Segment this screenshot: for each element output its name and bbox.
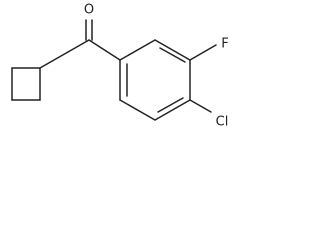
benzene-ring <box>119 39 191 121</box>
chlorine-label: Cl <box>216 115 229 130</box>
bond-ring-to-carbonyl <box>39 39 90 69</box>
aromatic-inner-bond-1 <box>159 47 186 63</box>
chemical-structure-diagram: O F Cl <box>11 3 229 130</box>
oxygen-label: O <box>84 3 94 18</box>
fluorine-label: F <box>221 37 228 52</box>
cyclobutane-ring <box>11 67 41 101</box>
carbonyl-double-bond <box>85 19 93 41</box>
aromatic-inner-bond-2 <box>157 97 184 113</box>
bond-carbonyl-to-arene <box>88 39 121 61</box>
bond-to-fluorine <box>189 44 217 61</box>
bond-to-chlorine <box>189 99 212 113</box>
